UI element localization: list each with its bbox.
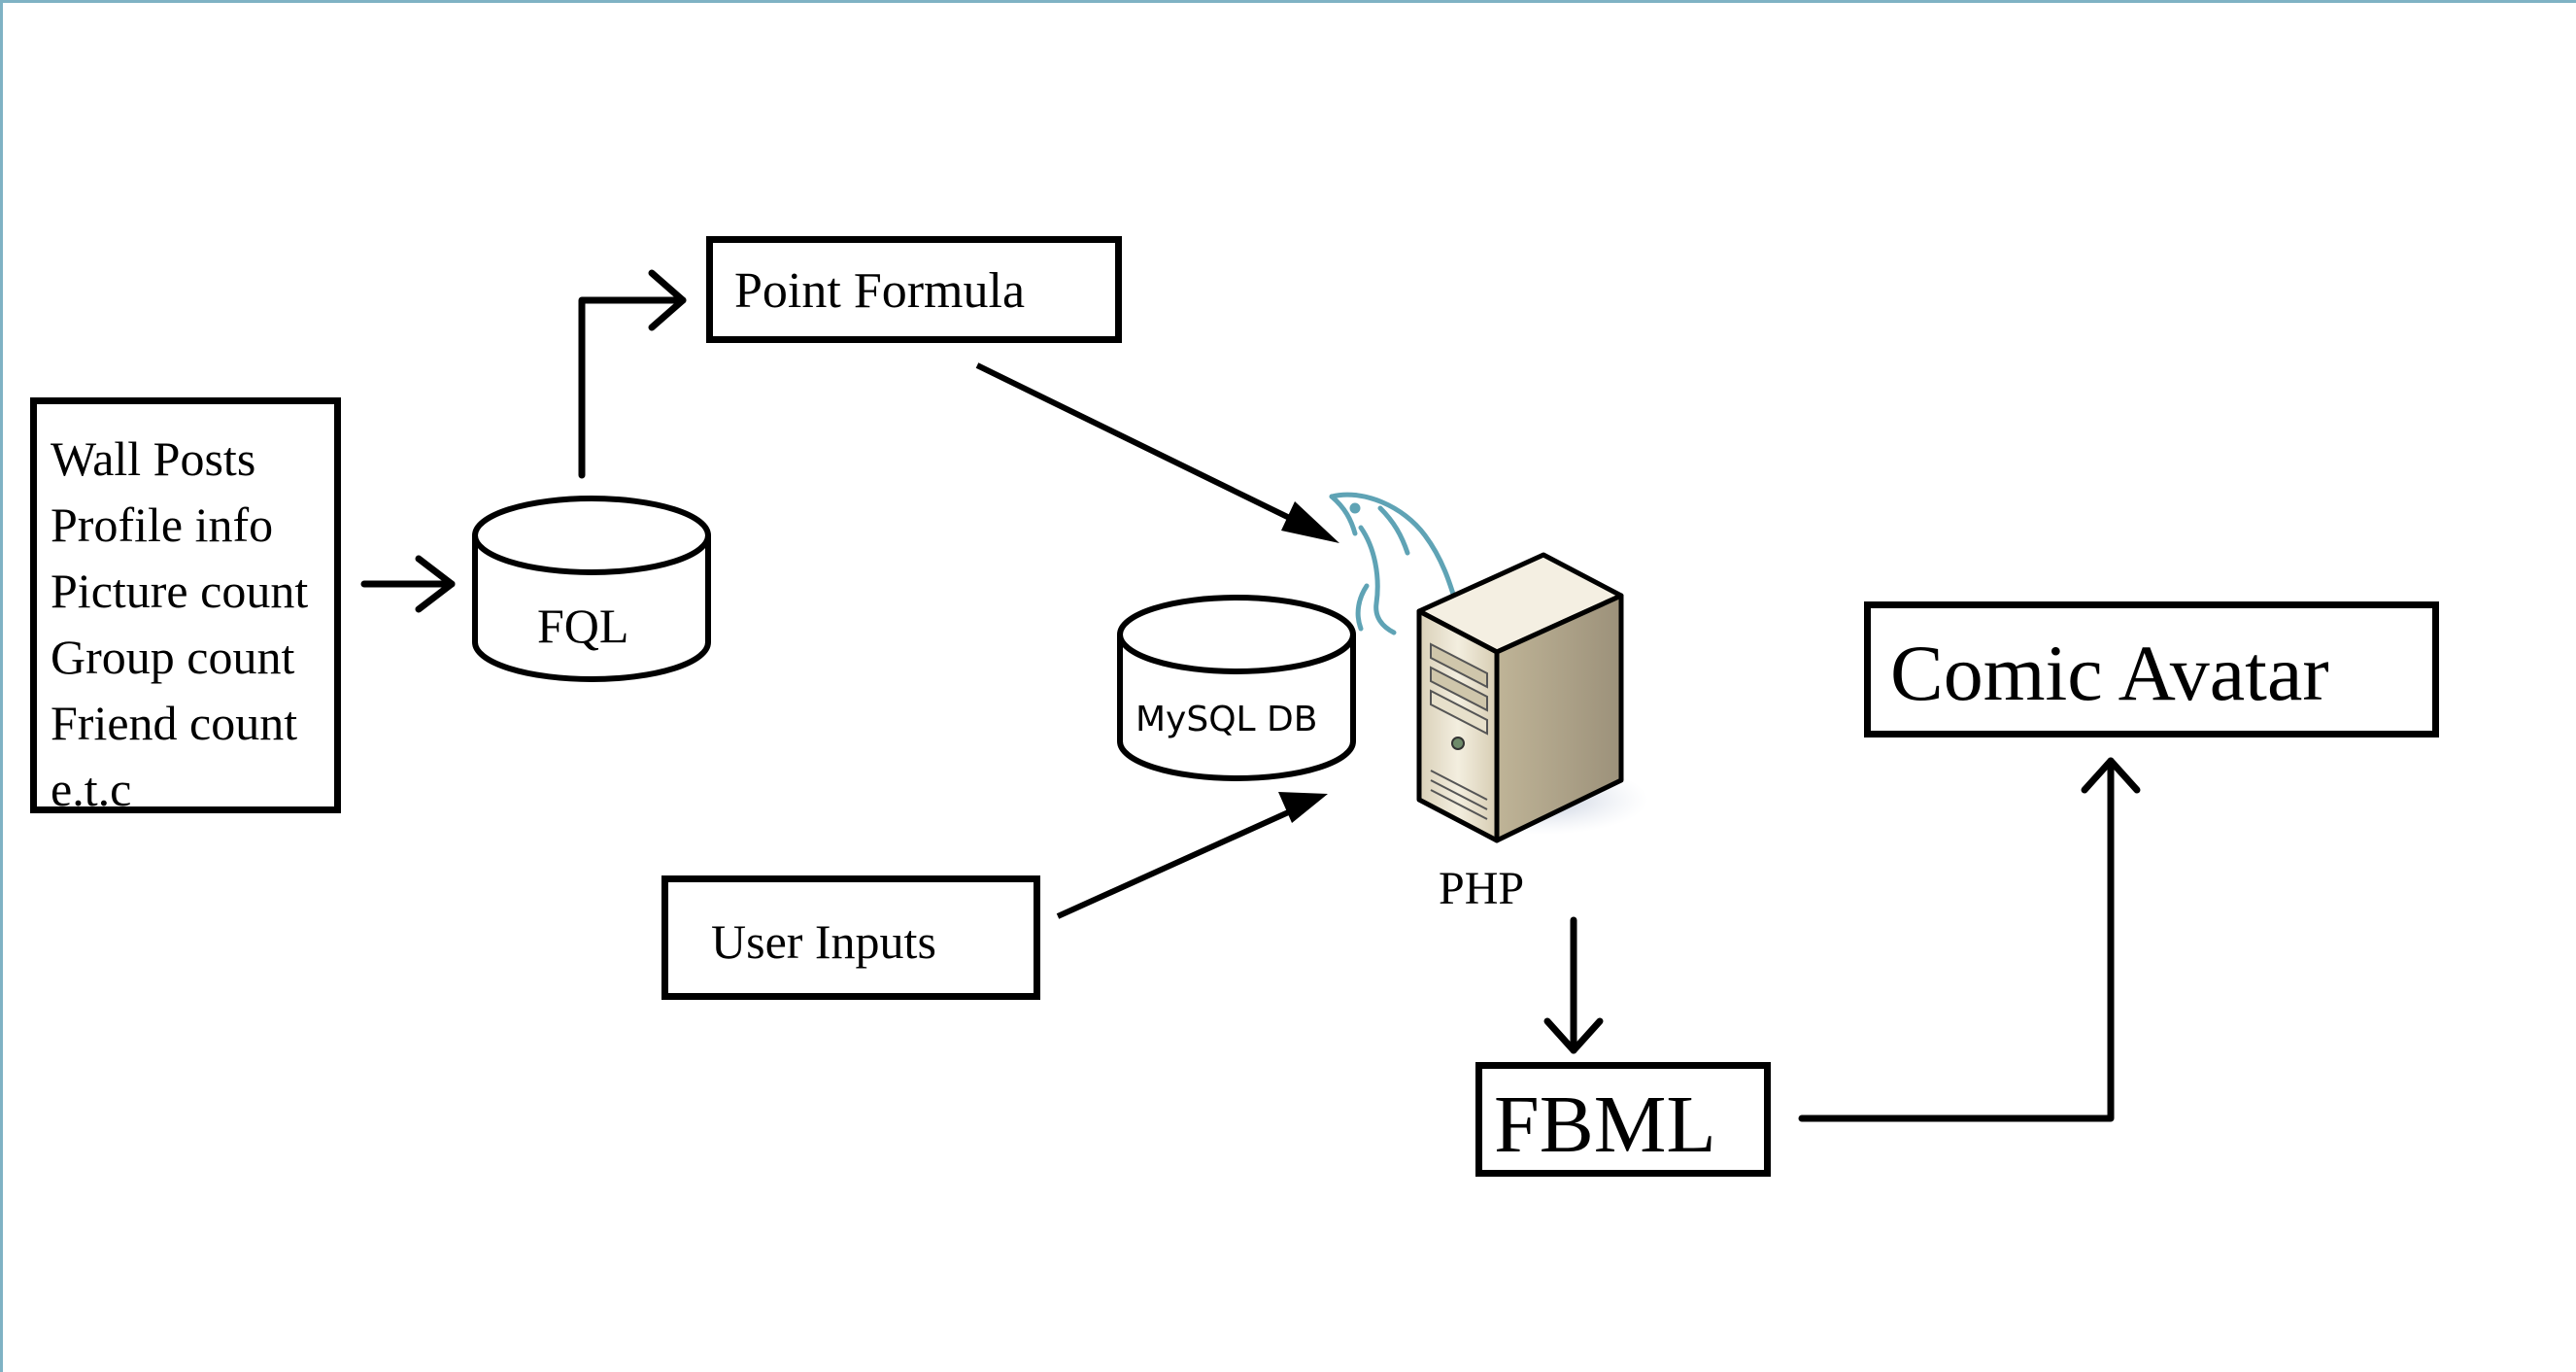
list-item-etc: e.t.c: [51, 762, 132, 816]
mysql-db-cylinder: [1117, 595, 1356, 781]
server-icon: [1416, 552, 1648, 843]
comic-avatar-box: Comic Avatar: [1864, 601, 2439, 737]
arrow-user-inputs-to-php: [1056, 792, 1328, 919]
php-label: PHP: [1439, 863, 1525, 914]
comic-avatar-label: Comic Avatar: [1890, 629, 2329, 717]
mysql-db-label: MySQL DB: [1135, 700, 1318, 739]
arrow-inputs-to-fql: [360, 555, 456, 613]
mysql-dolphin-icon: [1329, 492, 1459, 635]
diagram-graphics: [360, 269, 2141, 1122]
list-item-wall-posts: Wall Posts: [51, 431, 256, 486]
point-formula-label: Point Formula: [734, 263, 1026, 319]
arrow-php-to-fbml: [1543, 916, 1604, 1054]
fql-label: FQL: [537, 599, 629, 653]
list-item-friend-count: Friend count: [51, 696, 298, 750]
fbml-box: FBML: [1475, 1062, 1771, 1177]
list-item-profile-info: Profile info: [51, 497, 274, 552]
arrow-point-formula-to-php: [975, 362, 1339, 543]
list-item-group-count: Group count: [51, 630, 295, 684]
list-item-picture-count: Picture count: [51, 564, 309, 618]
facebook-data-list-box: Wall Posts Profile info Picture count Gr…: [30, 397, 341, 816]
user-inputs-label: User Inputs: [711, 914, 936, 969]
arrow-fbml-to-comic-avatar: [1798, 757, 2141, 1122]
user-inputs-box: User Inputs: [661, 875, 1040, 1000]
arrow-fql-to-point-formula: [578, 269, 687, 479]
fql-cylinder: [472, 496, 711, 682]
fbml-label: FBML: [1494, 1080, 1716, 1170]
point-formula-box: Point Formula: [706, 236, 1122, 343]
